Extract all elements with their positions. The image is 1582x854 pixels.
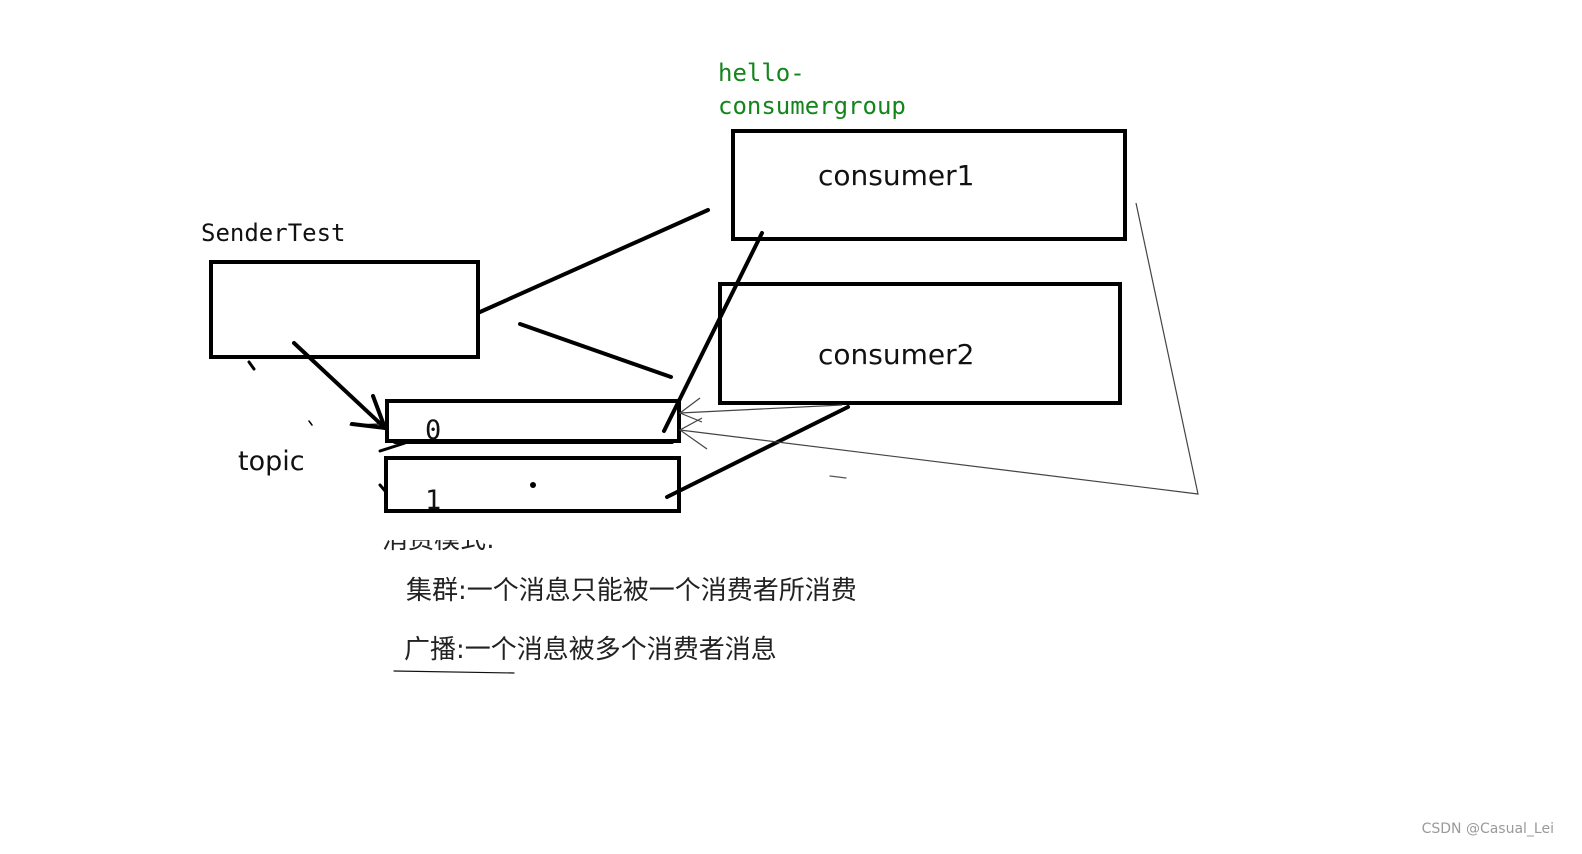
sender-to-consumer1-line <box>478 208 710 314</box>
stray-mark-1 <box>247 360 256 371</box>
queue1-box <box>384 456 681 513</box>
consumer2-box <box>718 282 1122 405</box>
consumer-group-label: hello- consumergroup <box>718 59 906 120</box>
queue0-left-stroke <box>378 441 407 453</box>
queue1-label: 1 <box>425 485 442 516</box>
broadcast-line <box>679 202 1199 495</box>
stray-dot <box>530 482 536 488</box>
sender-to-queue-arrow <box>292 341 387 430</box>
stray-mark-5 <box>829 475 847 479</box>
topic-label: topic <box>238 446 305 477</box>
broadcast-label-underline <box>393 670 515 674</box>
sender-arrowhead <box>350 394 387 430</box>
broadcast-arrowhead-1 <box>678 397 703 423</box>
stray-mark-4 <box>378 483 388 494</box>
consumer1-to-queue0-line <box>662 231 764 433</box>
stray-mark-3 <box>349 423 383 426</box>
broadcast-arrowhead-2 <box>678 417 708 450</box>
consume-mode-title-clip: 消费模式: <box>382 540 582 560</box>
cluster-mode-note: 集群:一个消息只能被一个消费者所消费 <box>406 576 857 606</box>
queue0-label: 0 <box>425 415 442 446</box>
broadcast-mode-note: 广播:一个消息被多个消费者消息 <box>404 635 777 665</box>
stray-mark-2 <box>308 420 313 426</box>
broadcast-line-2 <box>679 404 843 414</box>
watermark: CSDN @Casual_Lei <box>1421 821 1554 837</box>
sender-box <box>209 260 480 359</box>
consumer1-box <box>731 129 1127 241</box>
sender-label: SenderTest <box>201 219 346 247</box>
sender-to-consumer2-line <box>518 322 673 379</box>
consume-mode-title: 消费模式: <box>382 540 495 555</box>
consumer1-label: consumer1 <box>818 159 975 192</box>
consumer2-to-queue1-line <box>665 405 850 499</box>
consumer2-label: consumer2 <box>818 338 975 371</box>
